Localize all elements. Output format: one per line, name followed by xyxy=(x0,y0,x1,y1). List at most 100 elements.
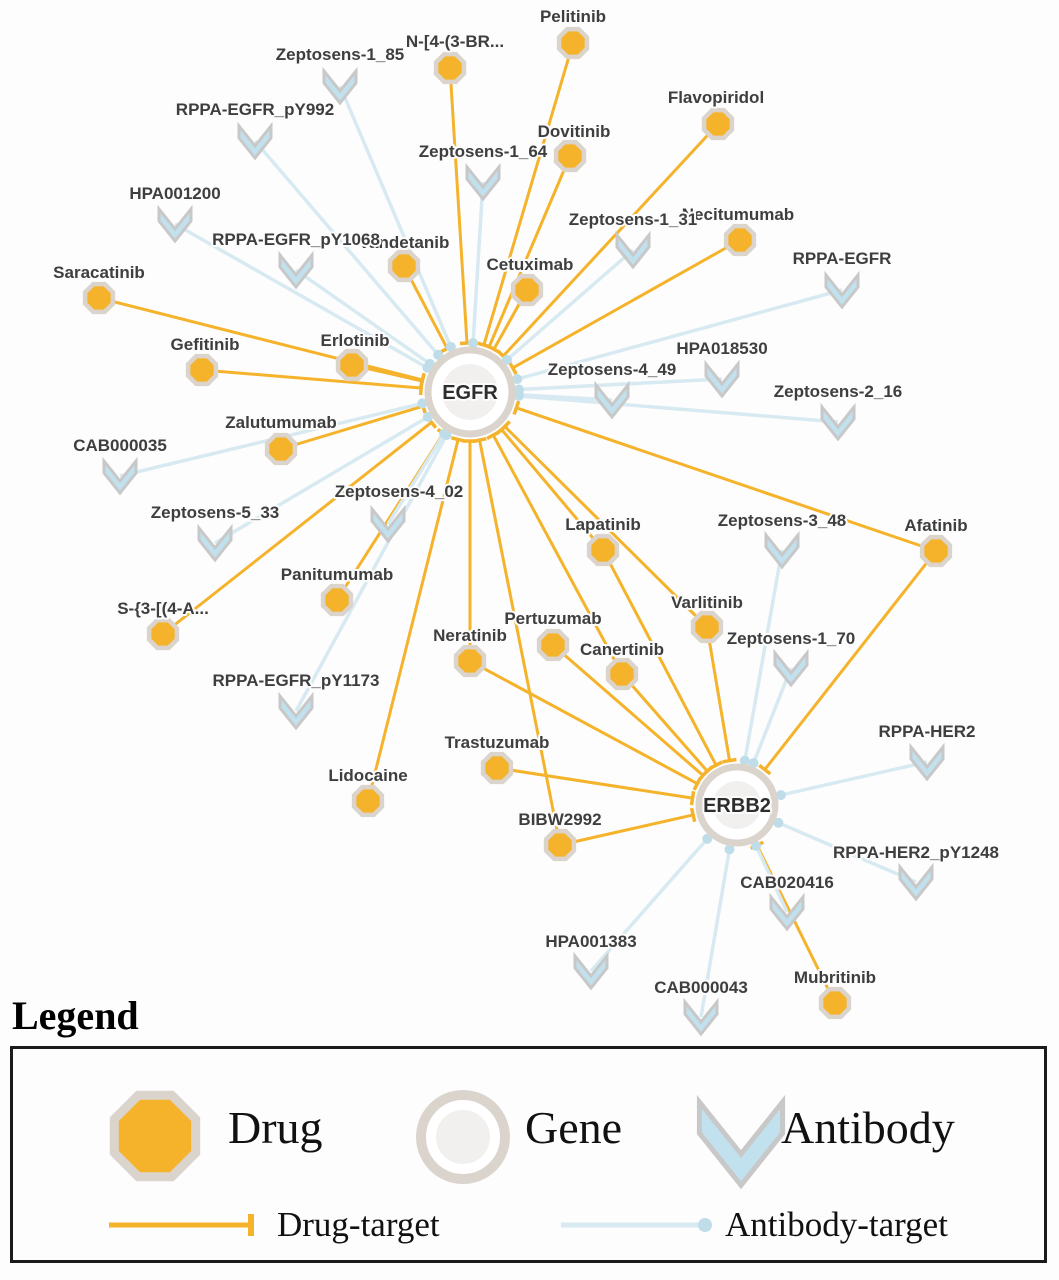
edge-tee-cap xyxy=(692,776,703,791)
legend-label-antibody-target: Antibody-target xyxy=(725,1205,948,1244)
edge-tee-cap xyxy=(507,361,518,375)
drug-node-zalutumumab xyxy=(264,432,298,466)
edge-drug-target-lapatinib xyxy=(601,549,718,766)
drug-node-bibw2992 xyxy=(543,828,577,862)
edge-dot-cap xyxy=(751,840,762,851)
edge-drug-target-necitumumab xyxy=(511,238,741,370)
legend-title: Legend xyxy=(12,993,139,1038)
antibody-node-z1_64 xyxy=(465,162,501,202)
edge-tee-cap xyxy=(722,757,737,764)
antibody-node-z2_16 xyxy=(820,402,856,442)
edge-drug-target-varlitinib xyxy=(503,425,709,629)
node-label-vandetanib: Vandetanib xyxy=(359,233,450,252)
node-label-py1248: RPPA-HER2_pY1248 xyxy=(833,843,999,862)
drug-node-lidocaine xyxy=(351,784,385,818)
node-label-saracatinib: Saracatinib xyxy=(53,263,145,282)
node-label-hpa018530: HPA018530 xyxy=(676,339,767,358)
drug-node-lapatinib xyxy=(586,533,620,567)
drug-node-s3_4a xyxy=(146,617,180,651)
legend-label-drug-target: Drug-target xyxy=(277,1205,440,1244)
node-label-rppa_egfr: RPPA-EGFR xyxy=(793,249,892,268)
gene-node-inner-erbb2 xyxy=(713,781,761,829)
antibody-node-hpa001383 xyxy=(573,951,609,991)
edge-antibody-target-hpa001200 xyxy=(174,222,429,370)
drug-node-canertinib xyxy=(605,657,639,691)
node-label-py1068: RPPA-EGFR_pY1068 xyxy=(212,230,380,249)
edge-tee-cap xyxy=(512,400,521,416)
node-label-z1_64: Zeptosens-1_64 xyxy=(419,142,548,161)
node-label-hpa001383: HPA001383 xyxy=(545,932,636,951)
edge-dot-cap xyxy=(748,758,759,769)
node-label-cab000043: CAB000043 xyxy=(654,978,748,997)
edge-antibody-target-z1_31 xyxy=(505,248,635,362)
drug-node-pelitinib xyxy=(556,26,590,60)
edge-tee-cap xyxy=(486,430,501,440)
edge-tee-cap xyxy=(498,420,511,433)
network-graph: EGFRERBB2PelitinibN-[4-(3-BR...Flavopiri… xyxy=(51,5,1001,1037)
node-label-necitumumab: Necitumumab xyxy=(682,205,794,224)
edge-dot-cap xyxy=(775,790,786,801)
edge-tee-cap xyxy=(758,763,772,776)
node-label-rppa_her2: RPPA-HER2 xyxy=(879,722,976,741)
drug-node-gefitinib xyxy=(185,353,219,387)
edge-dot-cap xyxy=(468,338,479,349)
gene-node-icon xyxy=(416,1090,510,1184)
edge-dot-cap xyxy=(424,358,435,369)
antibody-node-z4_02 xyxy=(370,504,406,544)
edge-drug-target-saracatinib xyxy=(98,296,423,382)
edge-dot-cap xyxy=(445,341,456,352)
node-label-erlotinib: Erlotinib xyxy=(321,331,390,350)
edge-antibody-target-hpa001383 xyxy=(589,837,709,973)
node-label-afatinib: Afatinib xyxy=(904,516,967,535)
edge-antibody-target-rppa_her2 xyxy=(780,760,928,797)
antibody-node-z1_70 xyxy=(773,648,809,688)
edge-drug-target-pelitinib xyxy=(482,42,575,346)
drug-node-afatinib xyxy=(919,534,953,568)
node-label-bibw2992: BIBW2992 xyxy=(518,810,601,829)
edge-tee-cap xyxy=(689,807,697,823)
drug-node-flavopiridol xyxy=(701,107,735,141)
node-label-mubritinib: Mubritinib xyxy=(794,968,876,987)
edge-drug-target-n4_3br xyxy=(448,67,469,344)
edge-drug-target-zalutumumab xyxy=(280,404,424,451)
antibody-node-cab000035 xyxy=(102,456,138,496)
node-label-pertuzumab: Pertuzumab xyxy=(504,609,601,628)
drug-node-necitumumab xyxy=(723,223,757,257)
node-label-panitumumab: Panitumumab xyxy=(281,565,393,584)
edge-dot-cap xyxy=(422,411,433,422)
edge-drug-target-afatinib xyxy=(763,550,938,771)
edge-tee-cap xyxy=(450,436,466,443)
node-label-cab020416: CAB020416 xyxy=(740,873,834,892)
node-label-s3_4a: S-{3-[(4-A... xyxy=(117,599,209,618)
node-label-z1_31: Zeptosens-1_31 xyxy=(569,210,698,229)
node-label-erbb2: ERBB2 xyxy=(703,795,771,817)
antibody-node-cab000043 xyxy=(683,997,719,1037)
antibody-node-py1248 xyxy=(898,862,934,902)
edge-drug-target-canertinib xyxy=(491,434,624,675)
edge-antibody-target-z2_16 xyxy=(518,394,839,424)
edge-dot-cap xyxy=(513,390,524,401)
drug-node-panitumumab xyxy=(320,583,354,617)
drug-node-mubritinib xyxy=(818,986,852,1020)
edge-tee-cap xyxy=(472,436,487,444)
node-label-z5_33: Zeptosens-5_33 xyxy=(151,503,280,522)
edge-antibody-target-hpa018530 xyxy=(518,377,723,392)
antibody-node-z5_33 xyxy=(197,523,233,563)
edge-antibody-target-rppa_egfr xyxy=(516,288,843,381)
node-label-z1_70: Zeptosens-1_70 xyxy=(727,629,856,648)
antibody-node-rppa_her2 xyxy=(909,742,945,782)
node-label-z4_02: Zeptosens-4_02 xyxy=(335,482,464,501)
edge-antibody-target-z5_33 xyxy=(214,415,429,545)
node-label-hpa001200: HPA001200 xyxy=(129,184,220,203)
edge-antibody-target-py1173 xyxy=(294,434,449,712)
edge-antibody-target-z3_48 xyxy=(743,549,784,761)
legend-box: Drug Gene Antibody Drug-target Antibody-… xyxy=(10,1046,1047,1263)
edge-drug-target-bibw2992 xyxy=(559,813,694,847)
gene-node-inner-egfr xyxy=(442,364,498,420)
antibody-node-icon xyxy=(696,1094,786,1190)
drug-node-trastuzumab xyxy=(480,751,514,785)
edge-dot-cap xyxy=(739,755,750,766)
node-label-cetuximab: Cetuximab xyxy=(487,255,574,274)
drug-node-vandetanib xyxy=(387,249,421,283)
